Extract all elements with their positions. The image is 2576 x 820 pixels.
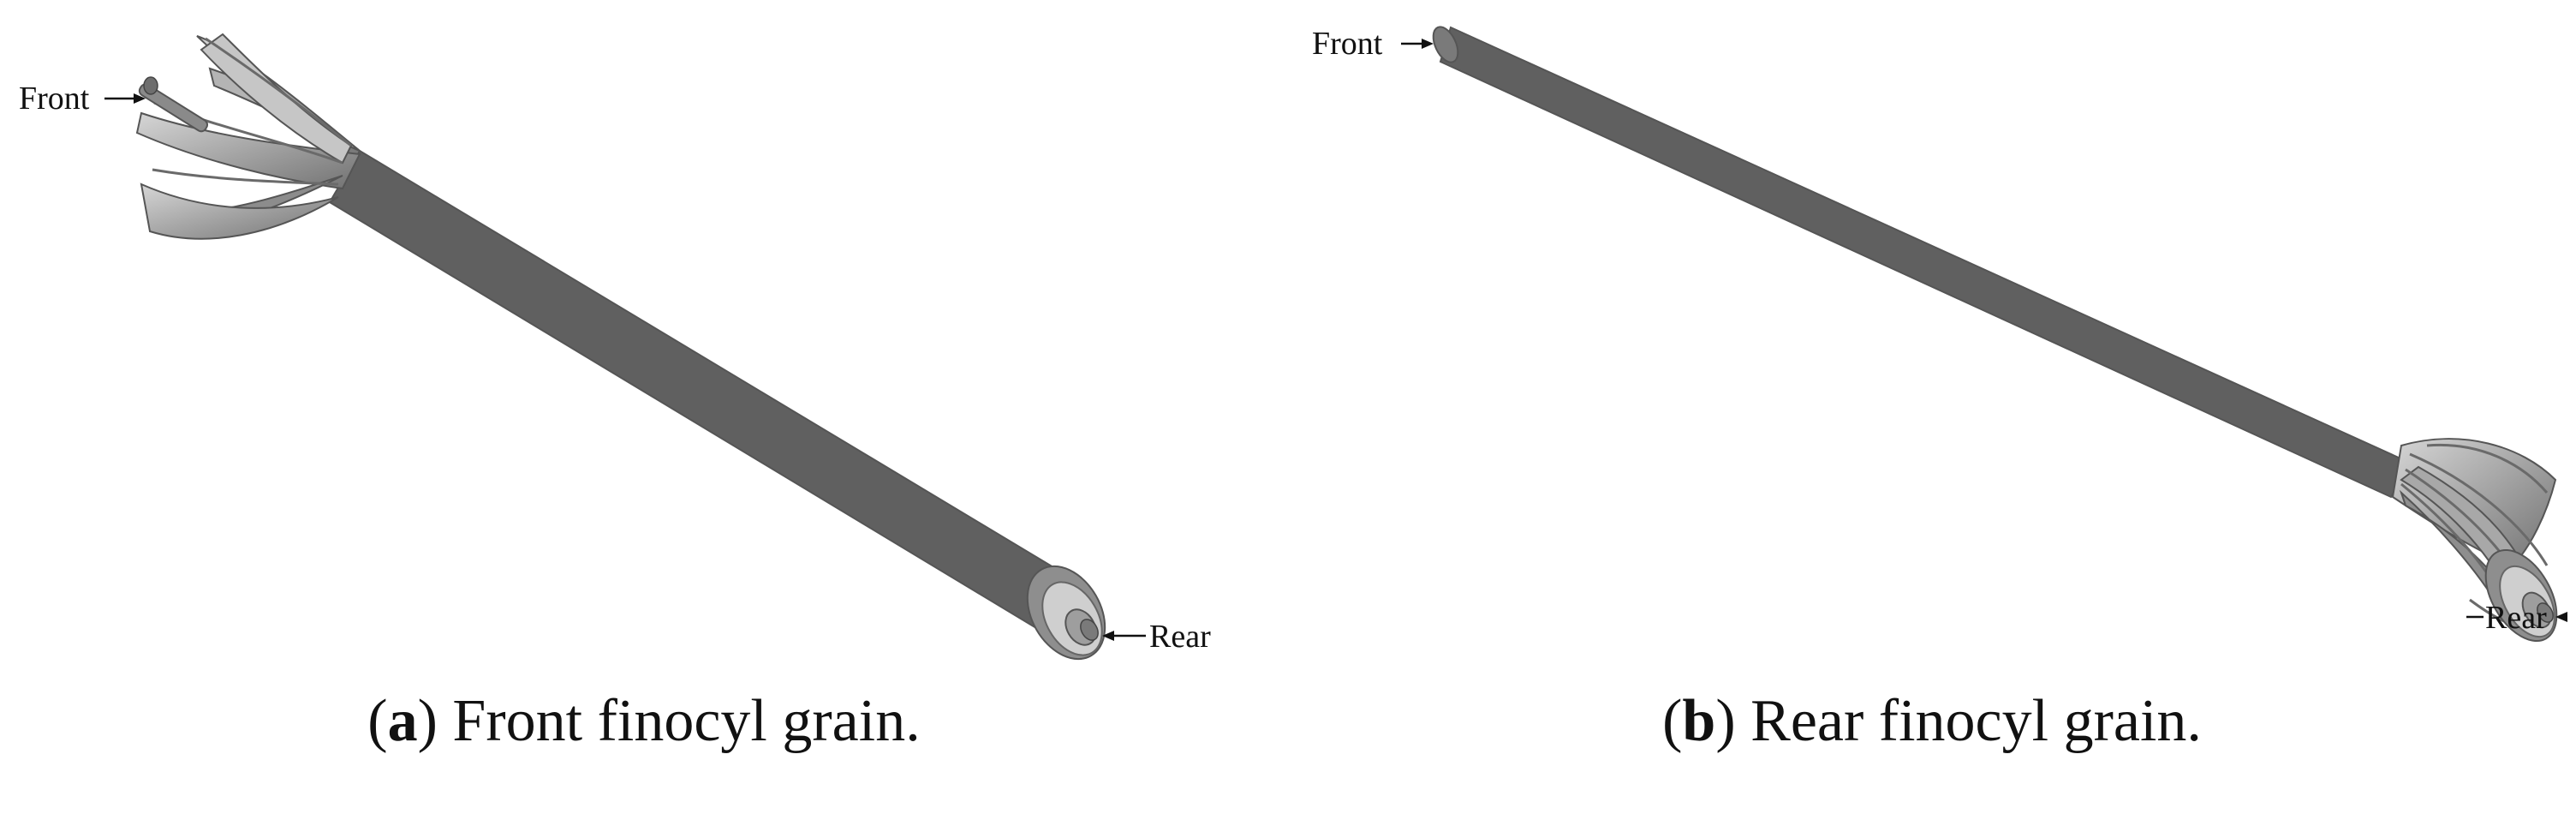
front-end-face xyxy=(1432,26,1459,63)
front-finocyl-grain-render: Front Rear xyxy=(19,33,1211,661)
rear-finocyl-grain-render: Front Rear xyxy=(1312,26,2567,643)
panel-b: Front Rear (b) Rear finocyl grain. xyxy=(1288,0,2576,820)
front-callout: Front xyxy=(19,81,146,117)
front-callout: Front xyxy=(1312,26,1434,62)
panel-a: Front Rear (a) Front finocyl grain. xyxy=(19,33,1211,754)
caption-letter: a xyxy=(387,688,418,754)
rear-callout: Rear xyxy=(1102,619,1211,655)
grain-cylinder xyxy=(1439,26,2412,499)
rear-end-cap xyxy=(2484,548,2558,643)
rear-callout: Rear xyxy=(2555,612,2567,622)
front-label: Front xyxy=(19,81,90,117)
caption-letter: b xyxy=(1682,688,1716,754)
rear-label: Rear xyxy=(1149,619,1211,655)
caption-text: Rear finocyl grain. xyxy=(1735,688,2202,754)
caption-b: (b) Rear finocyl grain. xyxy=(1662,688,2202,754)
caption-a: (a) Front finocyl grain. xyxy=(367,688,921,754)
grain-cylinder xyxy=(328,149,1081,637)
rear-end-cap xyxy=(1026,565,1106,661)
caption-text: Front finocyl grain. xyxy=(437,688,921,754)
front-label: Front xyxy=(1312,26,1383,62)
finocyl-fins xyxy=(135,33,361,240)
